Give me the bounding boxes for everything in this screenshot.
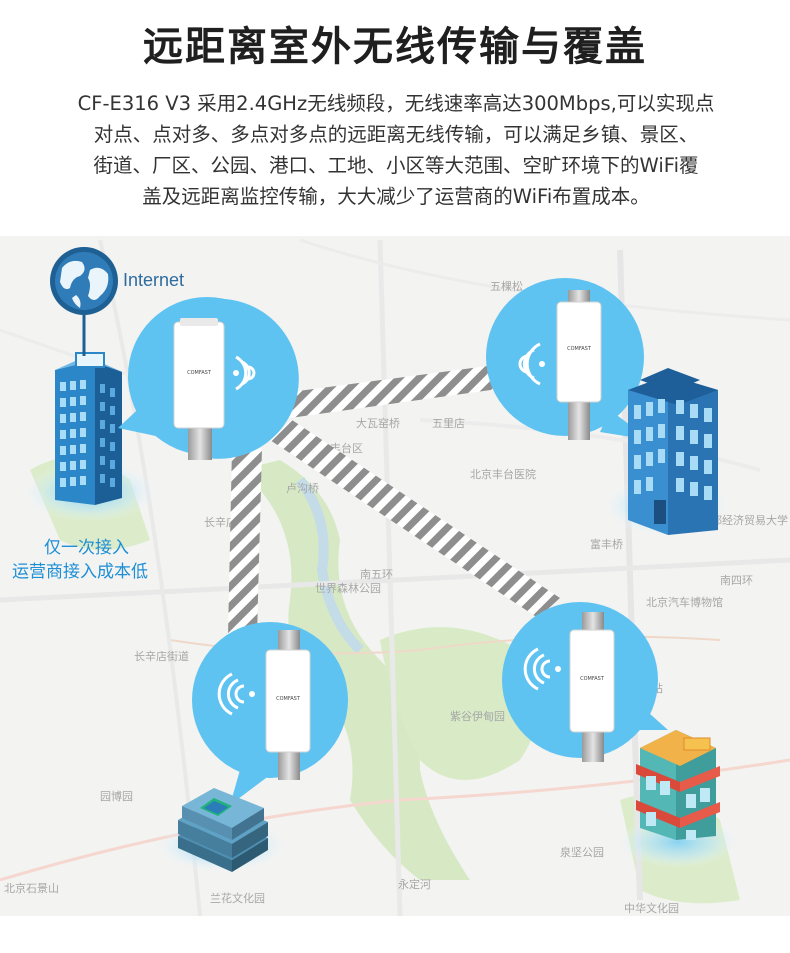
link-vertical — [228, 448, 262, 636]
map-label: 永定河 — [398, 877, 431, 891]
map-label: 紫谷伊甸园 — [450, 710, 505, 723]
map-label: 北京石景山 — [4, 881, 59, 895]
map-label: 南五环 — [360, 568, 393, 581]
internet-globe-icon — [50, 247, 118, 315]
diagram-canvas: 大瓦窑桥 五里店 北京丰台医院 丰台区 世界森林公园 南五环 卢沟桥 紫谷伊甸园… — [0, 236, 790, 916]
hq-building-icon — [55, 352, 122, 505]
product-description: CF-E316 V3 采用2.4GHz无线频段，无线速率高达300Mbps,可以… — [22, 88, 770, 212]
building-caption-line-2: 运营商接入成本低 — [12, 562, 148, 582]
device-brand: COMFAST — [580, 676, 605, 682]
cpe-device-3: COMFAST — [217, 630, 311, 780]
shop-building-icon — [636, 730, 720, 840]
wireless-links — [228, 365, 560, 636]
map-label: 北京汽车博物馆 — [646, 595, 723, 609]
map-label: 北京丰台医院 — [470, 467, 536, 481]
map-label: 长辛店 — [204, 515, 237, 529]
map-label: 世界森林公园 — [315, 581, 381, 595]
description-line-1: CF-E316 V3 采用2.4GHz无线频段，无线速率高达300Mbps,可以… — [77, 92, 715, 115]
link-top — [268, 365, 505, 418]
map-label: 五棵松 — [490, 279, 523, 293]
building-caption-line-1: 仅一次接入 — [44, 538, 129, 558]
device-brand: COMFAST — [567, 346, 592, 352]
map-label: 大瓦窑桥 — [356, 416, 400, 430]
cpe-device-2: COMFAST — [518, 290, 602, 440]
map-label: 中华文化园 — [624, 901, 679, 915]
description-line-3: 街道、厂区、公园、港口、工地、小区等大范围、空旷环境下的WiFi覆 — [93, 154, 699, 177]
link-diagonal — [270, 420, 560, 618]
map-label: 泉坚公园 — [560, 845, 604, 859]
map-label: 富丰桥 — [590, 537, 623, 551]
map-label: 长辛店街道 — [134, 649, 189, 663]
cpe-device-1: COMFAST — [173, 318, 256, 460]
device-brand: COMFAST — [276, 696, 301, 702]
internet-label: Internet — [123, 270, 185, 290]
network-diagram: 大瓦窑桥 五里店 北京丰台医院 丰台区 世界森林公园 南五环 卢沟桥 紫谷伊甸园… — [0, 236, 790, 916]
description-line-4: 盖及远距离监控传输，大大减少了运营商的WiFi布置成本。 — [142, 185, 650, 208]
map-label: 园博园 — [100, 790, 133, 803]
page-title: 远距离室外无线传输与覆盖 — [143, 24, 647, 70]
description-line-2: 对点、点对多、多点对多点的远距离无线传输，可以满足乡镇、景区、 — [93, 123, 699, 146]
map-label: 卢沟桥 — [286, 482, 319, 495]
map-label: 兰花文化园 — [210, 891, 265, 905]
office-building-icon — [628, 368, 718, 535]
cpe-device-4: COMFAST — [523, 612, 615, 762]
device-brand: COMFAST — [187, 370, 212, 376]
map-background — [0, 236, 790, 916]
map-label: 南四环 — [720, 574, 753, 587]
warehouse-building-icon — [178, 788, 268, 872]
map-label: 五里店 — [432, 416, 465, 430]
